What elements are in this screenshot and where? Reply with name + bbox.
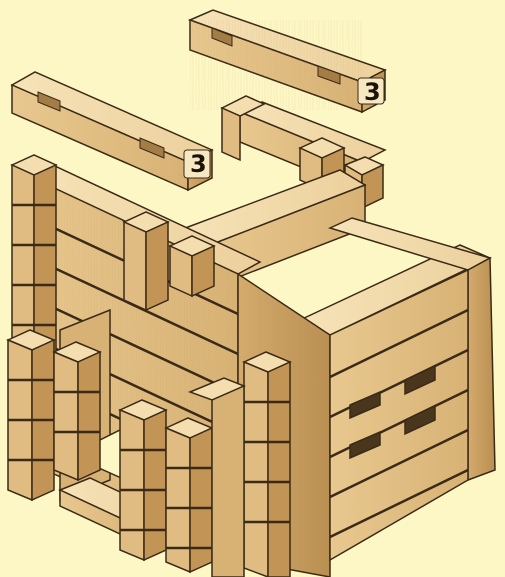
piece-number-label: 3 (190, 150, 207, 178)
loose-beam-top: 3 (190, 10, 385, 112)
piece-number-label: 3 (364, 78, 381, 106)
corner-post-right (244, 352, 290, 577)
